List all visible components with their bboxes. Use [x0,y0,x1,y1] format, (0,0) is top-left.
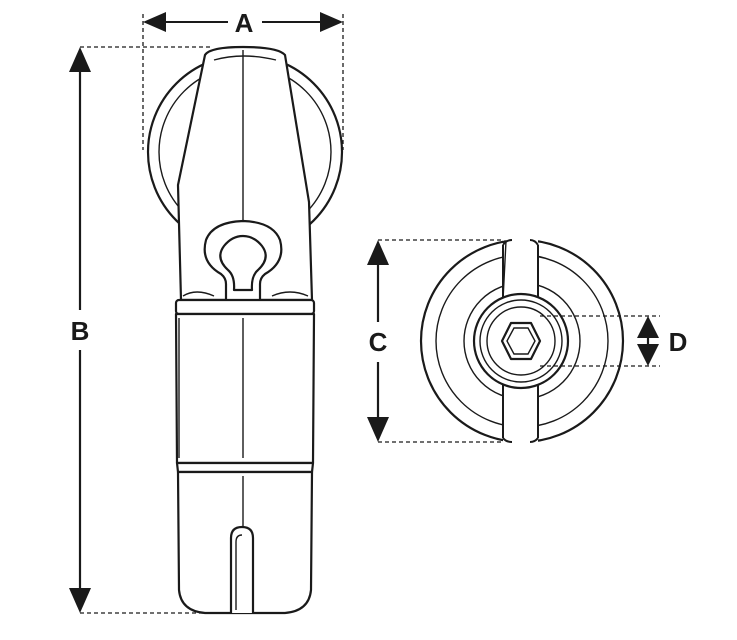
dimension-a: A [142,8,344,150]
arrowhead-b-top [69,47,91,72]
dimension-d: D [540,315,688,367]
end-view-nut-inner [486,306,556,376]
dimension-label-d: D [669,327,688,357]
end-view [419,238,625,444]
end-view-nut-ring [479,299,563,383]
dimension-label-a: A [235,8,254,38]
dimension-label-c: C [369,327,388,357]
swivel-barrel-upper [174,312,316,465]
side-view [146,45,344,615]
arrowhead-b-bottom [69,588,91,613]
end-view-slot-corner-tr [529,239,539,246]
dimension-b: B [69,46,240,614]
head-shoulder-right [271,291,309,297]
arrowhead-a-right [320,12,343,32]
arrowhead-c-bottom [367,417,389,442]
swivel-eye-hole [219,234,267,292]
arrowhead-d-bottom [637,344,659,366]
swivel-collar [174,298,316,316]
arrowhead-a-left [143,12,166,32]
dimension-label-b: B [71,316,90,346]
end-view-slot-corner-tl [502,239,513,246]
swivel-joint-band [175,461,315,474]
end-view-slot-corner-bl [502,437,513,443]
dimension-c: C [367,239,503,443]
head-top-edge [213,55,277,61]
hex-socket-inner [506,327,536,355]
swivel-slot [229,525,255,613]
head-shoulder-left [182,291,215,297]
end-view-slot-corner-br [529,437,539,443]
arrowhead-d-top [637,316,659,338]
swivel-slot-inner-edge [235,534,243,610]
arrowhead-c-top [367,240,389,265]
